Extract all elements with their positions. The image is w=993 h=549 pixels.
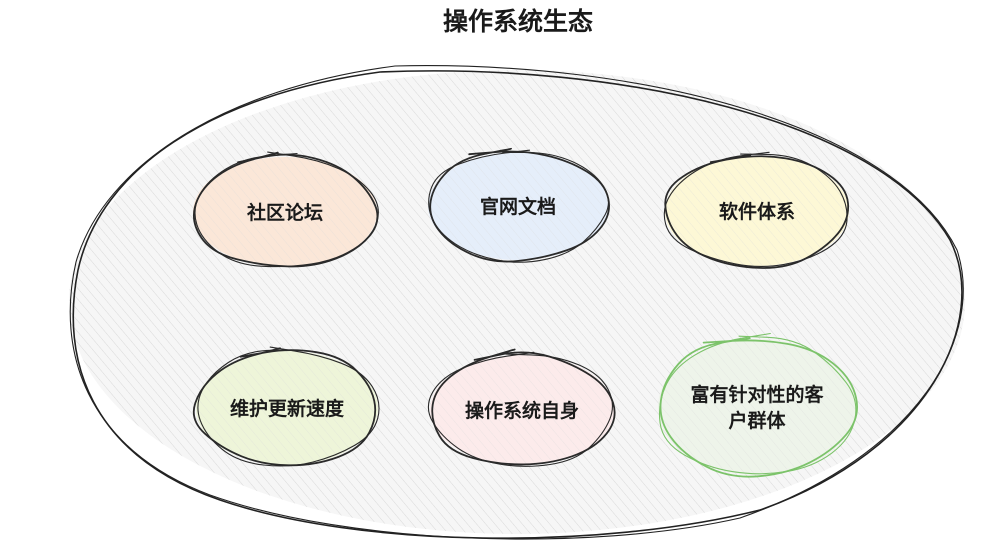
- node-os-itself: 操作系统自身: [427, 348, 616, 467]
- node-label-official-docs: 官网文档: [480, 195, 556, 218]
- node-outline-targeted-customers-2: [658, 332, 857, 475]
- node-outline-community-forum-1: [192, 151, 379, 268]
- node-label-community-forum: 社区论坛: [246, 201, 323, 224]
- node-maintenance-speed: 维护更新速度: [192, 346, 380, 467]
- node-hatch-targeted-customers: [658, 339, 856, 475]
- node-official-docs: 官网文档: [428, 147, 610, 263]
- node-outline-maintenance-speed-2: [197, 346, 380, 467]
- node-outline-os-itself-2: [427, 351, 613, 467]
- node-hatch-maintenance-speed: [196, 351, 378, 465]
- node-hatch-community-forum: [193, 157, 377, 267]
- node-hatch-official-docs: [428, 152, 608, 260]
- node-label-software-system: 软件体系: [719, 200, 795, 223]
- container-outline-2: [69, 65, 964, 540]
- node-outline-os-itself-1: [431, 348, 616, 466]
- node-outline-software-system-2: [663, 151, 848, 267]
- node-software-system: 软件体系: [663, 151, 850, 269]
- node-hatch-os-itself: [430, 355, 614, 465]
- container-outline-1: [72, 70, 963, 539]
- node-hatch-software-system: [665, 156, 849, 266]
- node-outline-maintenance-speed-1: [192, 347, 377, 467]
- node-community-forum: 社区论坛: [192, 151, 379, 268]
- node-outline-community-forum-2: [194, 151, 379, 268]
- node-label-os-itself: 操作系统自身: [465, 399, 579, 422]
- node-outline-official-docs-2: [428, 149, 609, 263]
- ecosystem-container: [69, 65, 965, 540]
- node-outline-software-system-1: [664, 154, 850, 269]
- node-outline-official-docs-1: [429, 147, 610, 263]
- node-label-targeted-customers-line-1: 富有针对性的客: [690, 383, 824, 406]
- diagram-title: 操作系统生态: [443, 7, 593, 36]
- node-label-maintenance-speed: 维护更新速度: [230, 397, 345, 420]
- node-label-targeted-customers-line-2: 户群体: [728, 409, 786, 432]
